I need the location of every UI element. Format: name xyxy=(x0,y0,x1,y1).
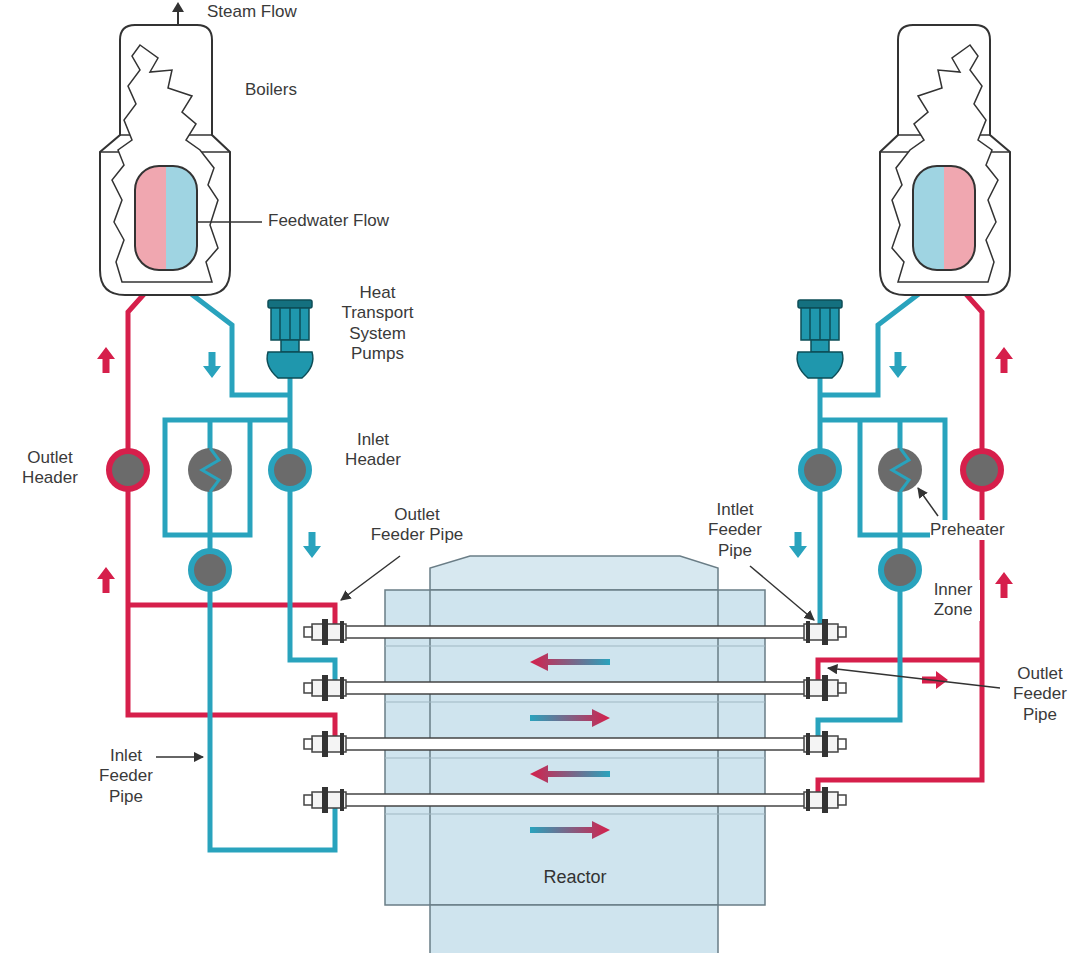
flow-direction-arrow xyxy=(995,572,1013,598)
leader-line xyxy=(750,566,814,620)
fuel-channel xyxy=(304,675,846,701)
header-circle xyxy=(109,451,1001,589)
outlet-pipe xyxy=(128,293,982,793)
leader-line xyxy=(341,556,400,600)
boiler-symbol xyxy=(880,25,1010,295)
part-label: Outlet Feeder Pipe xyxy=(368,505,466,546)
inlet-pipe xyxy=(165,293,945,850)
reactor-box: Reactor xyxy=(385,590,765,905)
preheater-symbol xyxy=(188,448,922,492)
part-label: Outlet Feeder Pipe xyxy=(1003,664,1077,725)
header-circle xyxy=(801,451,839,489)
reactor-body xyxy=(430,905,718,953)
flow-label: Steam Flow xyxy=(207,2,297,22)
part-label: Intlet Feeder Pipe xyxy=(700,500,770,561)
fuel-channel xyxy=(304,731,846,757)
flow-label: Feedwater Flow xyxy=(268,211,389,231)
header-circle xyxy=(271,451,309,489)
leader-line xyxy=(152,222,1000,757)
outlet-pipe xyxy=(128,605,335,625)
preheater-symbol xyxy=(188,448,232,492)
boiler-symbol xyxy=(100,25,1010,295)
preheater-symbol xyxy=(878,448,922,492)
header-circle xyxy=(963,451,1001,489)
leader-line xyxy=(828,668,1000,688)
steam-arrow xyxy=(172,2,184,12)
header-circle xyxy=(109,451,147,489)
part-label: Inlet Header xyxy=(337,430,409,471)
preheater-symbol xyxy=(202,448,219,492)
reactor-body xyxy=(430,556,718,590)
part-label: Heat Transport System Pumps xyxy=(330,283,425,365)
outlet-pipe xyxy=(128,293,335,737)
leader-line xyxy=(152,756,203,758)
steam-arrow xyxy=(177,11,179,26)
flow-arrow xyxy=(530,709,610,727)
fuel-channel xyxy=(304,787,846,813)
flow-direction-arrow xyxy=(889,352,907,378)
flow-direction-arrow xyxy=(203,352,221,378)
flow-arrow xyxy=(530,821,610,839)
flow-direction-arrow xyxy=(97,567,115,593)
preheater-symbol xyxy=(892,448,909,492)
part-label: Inlet Feeder Pipe xyxy=(96,746,156,807)
part-label: Outlet Header xyxy=(14,448,86,489)
flow-direction-arrow xyxy=(97,347,115,373)
part-label: Inner Zone xyxy=(926,580,980,621)
inlet-pipe xyxy=(818,378,823,625)
pump-symbol xyxy=(267,300,313,378)
steam-arrow xyxy=(172,2,184,26)
pump-symbol xyxy=(797,300,843,378)
flow-direction-arrow xyxy=(995,347,1013,373)
reactor-body xyxy=(385,556,765,953)
leader-line xyxy=(198,221,262,223)
boiler-symbol xyxy=(100,25,230,295)
flow-arrow xyxy=(530,653,610,671)
header-circle xyxy=(881,551,919,589)
flow-direction-arrow xyxy=(97,347,1013,689)
part-label: Preheater xyxy=(930,520,1005,540)
fuel-channel xyxy=(304,619,846,645)
leader-line xyxy=(918,488,938,516)
outlet-pipe xyxy=(818,293,982,793)
part-label: Boilers xyxy=(245,80,297,100)
fuel-channel xyxy=(304,619,846,813)
reactor-body xyxy=(385,646,765,814)
flow-direction-arrow xyxy=(303,532,321,558)
flow-arrow xyxy=(530,765,610,783)
header-circle xyxy=(191,551,229,589)
flow-direction-arrow xyxy=(789,532,807,558)
node-text: Reactor xyxy=(543,867,606,889)
